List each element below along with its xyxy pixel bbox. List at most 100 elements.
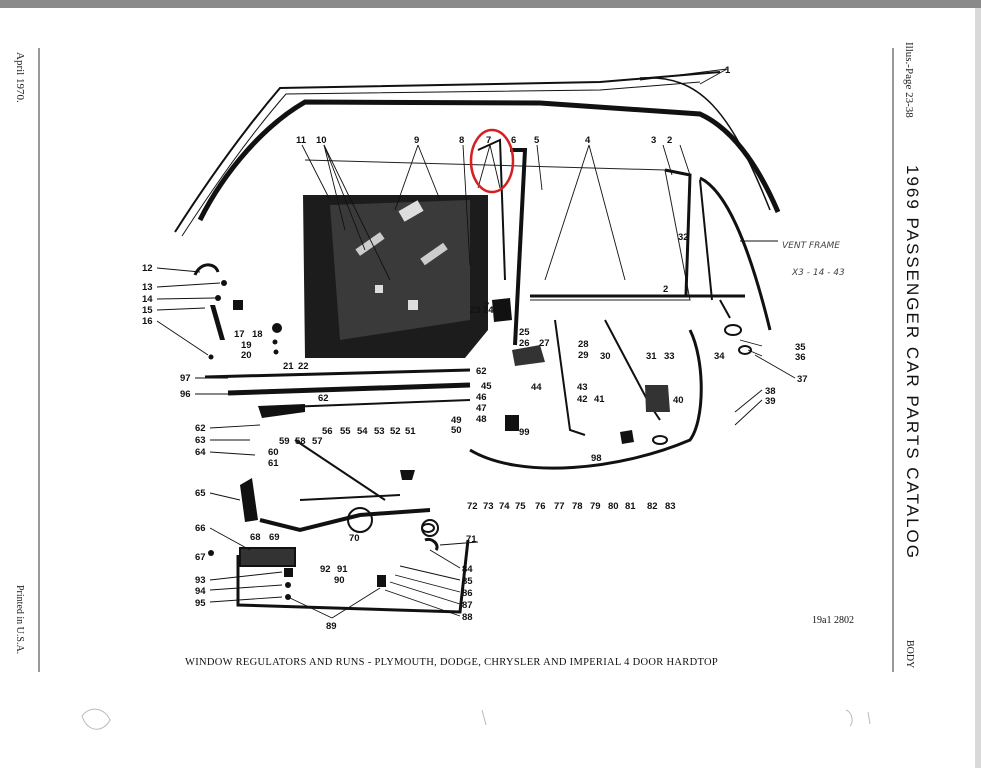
callout-16: 16 <box>142 316 153 327</box>
margin-printed-in: Printed in U.S.A. <box>14 585 25 655</box>
callout-45: 45 <box>481 381 492 392</box>
callout-21: 21 <box>283 361 294 372</box>
callout-93: 93 <box>195 575 206 586</box>
callout-64: 64 <box>195 447 206 458</box>
callout-71: 71 <box>466 534 477 545</box>
callout-88: 88 <box>462 612 473 623</box>
callout-46: 46 <box>476 392 487 403</box>
callout-13: 13 <box>142 282 153 293</box>
callout-30: 30 <box>600 351 611 362</box>
callout-62b: 62 <box>318 393 329 404</box>
callout-87: 87 <box>462 600 473 611</box>
callout-66: 66 <box>195 523 206 534</box>
scan-artifacts <box>81 708 871 730</box>
callout-37: 37 <box>797 374 808 385</box>
callout-79: 79 <box>590 501 601 512</box>
callout-63: 63 <box>195 435 206 446</box>
callout-99: 99 <box>519 427 530 438</box>
callout-31: 31 <box>646 351 657 362</box>
callout-65: 65 <box>195 488 206 499</box>
callout-6: 6 <box>511 135 516 146</box>
catalog-title: 1969 PASSENGER CAR PARTS CATALOG <box>903 165 922 560</box>
callout-95: 95 <box>195 598 206 609</box>
callout-48: 48 <box>476 414 487 425</box>
callout-60: 60 <box>268 447 279 458</box>
page-edge-shadow <box>975 8 981 768</box>
highlight-circle <box>469 128 515 194</box>
callout-43: 43 <box>577 382 588 393</box>
callout-57: 57 <box>312 436 323 447</box>
callout-39: 39 <box>765 396 776 407</box>
glass-run-channels <box>477 138 772 346</box>
callout-82: 82 <box>647 501 658 512</box>
callout-61: 61 <box>268 458 279 469</box>
callout-80: 80 <box>608 501 619 512</box>
callout-2: 2 <box>667 135 672 146</box>
callout-77: 77 <box>554 501 565 512</box>
roof-rail-molding <box>174 71 781 237</box>
callout-70: 70 <box>349 533 360 544</box>
callout-19: 19 <box>241 340 252 351</box>
figure-caption: WINDOW REGULATORS AND RUNS - PLYMOUTH, D… <box>185 657 719 668</box>
callout-55: 55 <box>340 426 351 437</box>
callout-92: 92 <box>320 564 331 575</box>
door-weatherstrip <box>236 329 703 614</box>
callout-51: 51 <box>405 426 416 437</box>
callout-98: 98 <box>591 453 602 464</box>
callout-89: 89 <box>326 621 337 632</box>
callout-86: 86 <box>462 588 473 599</box>
callout-4: 4 <box>585 135 591 146</box>
callout-83: 83 <box>665 501 676 512</box>
callout-84: 84 <box>462 564 473 575</box>
callout-2b: 2 <box>663 284 668 295</box>
illus-page-number: Illus.-Page 23-38 <box>903 42 915 118</box>
callout-75: 75 <box>515 501 526 512</box>
callout-18: 18 <box>252 329 263 340</box>
callout-27: 27 <box>539 338 550 349</box>
callout-44: 44 <box>531 382 542 393</box>
callout-12: 12 <box>142 263 153 274</box>
callout-72: 72 <box>467 501 478 512</box>
callout-78: 78 <box>572 501 583 512</box>
callout-3: 3 <box>651 135 656 146</box>
callout-28: 28 <box>578 339 589 350</box>
callout-7: 7 <box>486 135 491 146</box>
callout-38: 38 <box>765 386 776 397</box>
callout-14: 14 <box>142 294 153 305</box>
callout-81: 81 <box>625 501 636 512</box>
callout-94: 94 <box>195 586 206 597</box>
callout-68: 68 <box>250 532 261 543</box>
callout-24: 24 <box>483 305 494 316</box>
callout-47: 47 <box>476 403 487 414</box>
callout-10: 10 <box>316 135 327 146</box>
callout-33: 33 <box>664 351 675 362</box>
catalog-page <box>0 8 975 768</box>
callout-17: 17 <box>234 329 245 340</box>
margin-date: April 1970. <box>14 52 26 103</box>
window-glass-outline <box>304 159 691 301</box>
callout-8: 8 <box>459 135 464 146</box>
callout-97: 97 <box>180 373 191 384</box>
callout-1: 1 <box>725 65 731 76</box>
callout-leader-lines <box>156 68 796 619</box>
callout-25: 25 <box>519 327 530 338</box>
callout-9: 9 <box>414 135 419 146</box>
callout-58: 58 <box>295 436 306 447</box>
callout-56: 56 <box>322 426 333 437</box>
callout-23: 23 <box>470 305 481 316</box>
callout-26: 26 <box>519 338 530 349</box>
callout-numbers: 1 2 2 3 4 5 6 7 7 8 9 10 11 12 13 14 15 … <box>142 65 808 632</box>
handwritten-note: VENT FRAME X3 - 14 - 43 <box>782 241 845 278</box>
callout-34: 34 <box>714 351 725 362</box>
section-label: BODY <box>904 640 915 669</box>
callout-62: 62 <box>195 423 206 434</box>
callout-41: 41 <box>594 394 605 405</box>
callout-5: 5 <box>534 135 540 146</box>
figure-number: 19a1 2802 <box>812 615 854 626</box>
callout-62c: 62 <box>476 366 487 377</box>
callout-32: 32 <box>678 232 689 243</box>
callout-15: 15 <box>142 305 153 316</box>
callout-52: 52 <box>390 426 401 437</box>
callout-74: 74 <box>499 501 510 512</box>
callout-20: 20 <box>241 350 252 361</box>
